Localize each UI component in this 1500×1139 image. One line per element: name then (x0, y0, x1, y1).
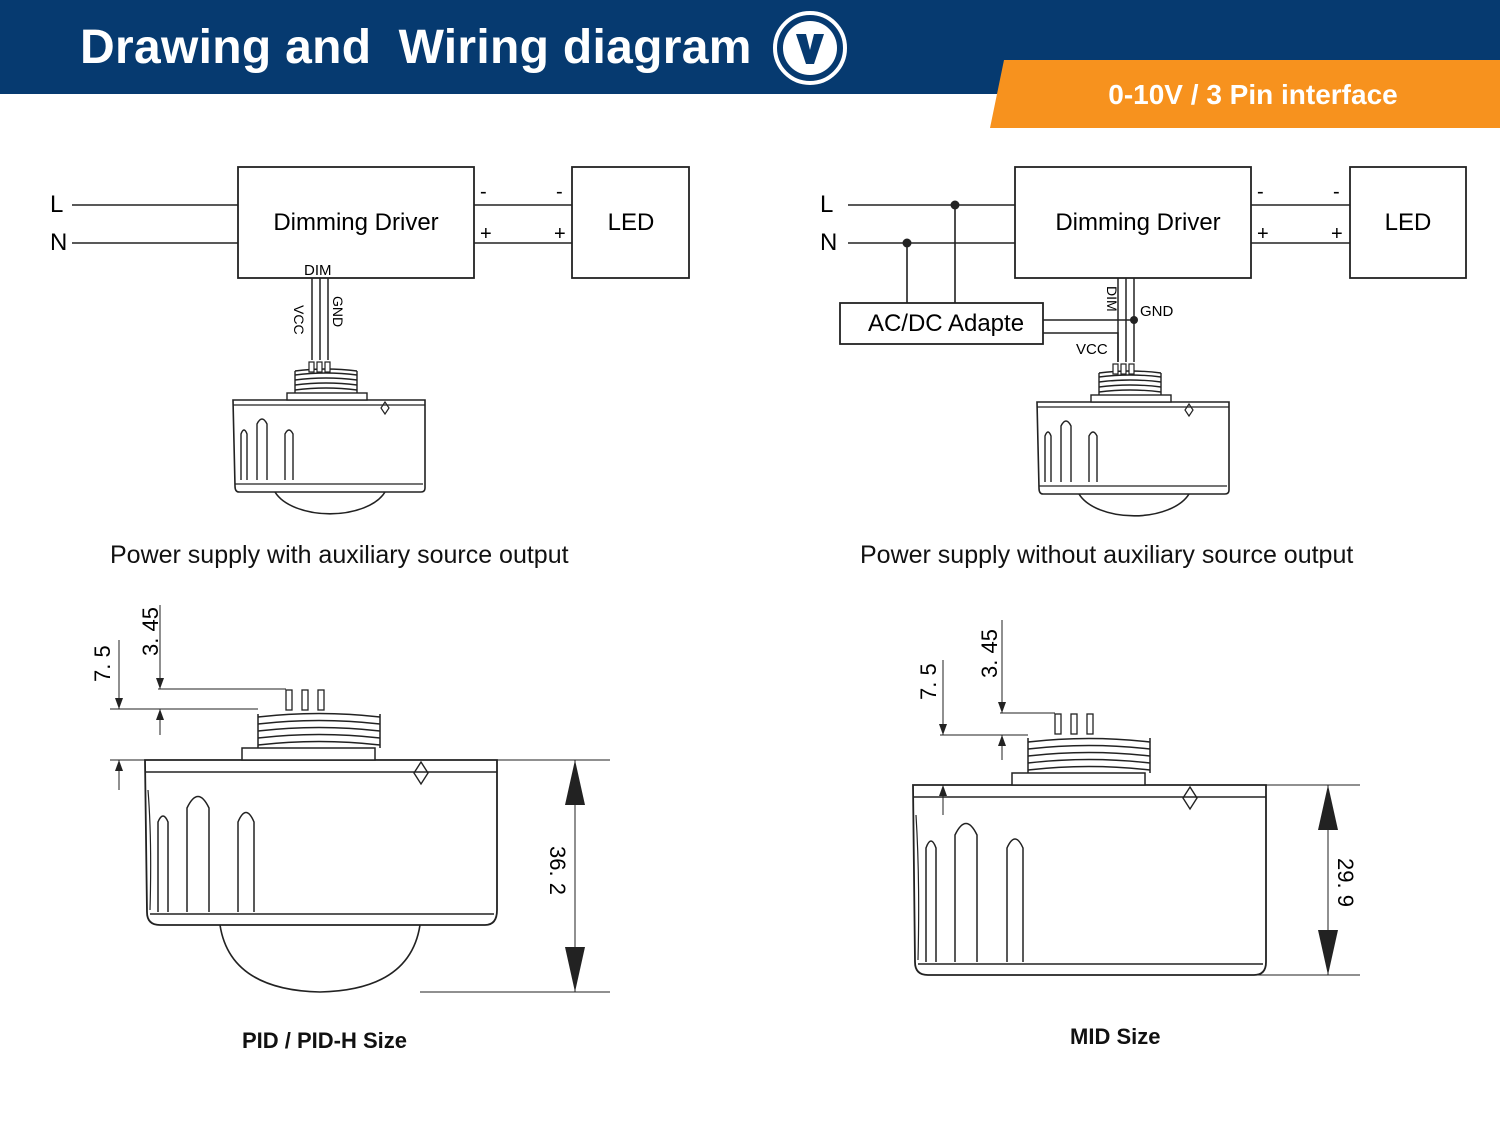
drawing-pid (110, 605, 610, 993)
driver-plus: + (1257, 223, 1269, 245)
line-n-label: N (50, 229, 67, 256)
driver-minus: - (480, 181, 487, 203)
led-plus: + (1331, 223, 1343, 245)
dimming-driver-box (237, 166, 475, 279)
line-n-label: N (820, 229, 837, 256)
dim-wire-label: DIM (1104, 286, 1120, 312)
led-label: LED (608, 209, 655, 236)
adapter-box (839, 302, 1044, 345)
line-l-label: L (820, 191, 833, 218)
dim-3-45-label: 3. 45 (977, 629, 1002, 678)
led-box (571, 166, 690, 279)
wiring-left: L N Dimming Driver - + - + LED DIM VCC G… (50, 166, 690, 515)
sensor-left (232, 361, 426, 515)
led-label: LED (1385, 209, 1432, 236)
dimming-driver-label: Dimming Driver (273, 209, 438, 236)
dimming-driver-label: Dimming Driver (1055, 209, 1220, 236)
line-l-label: L (50, 191, 63, 218)
wiring-right: L N Dimming Driver - + - + LED AC/DC Ada… (820, 166, 1467, 517)
vcc-wire-label: VCC (1076, 341, 1108, 358)
gnd-wire-label: GND (330, 296, 346, 327)
led-minus: - (556, 181, 563, 203)
drawing-mid (912, 620, 1360, 976)
led-minus: - (1333, 181, 1340, 203)
brand-logo (773, 11, 847, 85)
led-box (1349, 166, 1467, 279)
gnd-wire-label: GND (1140, 303, 1174, 320)
driver-plus: + (480, 223, 492, 245)
sensor-right (1036, 363, 1230, 517)
dim-3-45-label: 3. 45 (138, 607, 163, 656)
interface-badge: 0-10V / 3 Pin interface (990, 60, 1500, 128)
dim-height-label: 36. 2 (545, 846, 570, 895)
dimming-driver-box (1014, 166, 1252, 279)
driver-minus: - (1257, 181, 1264, 203)
page-title: Drawing and Wiring diagram (80, 21, 752, 74)
caption-left: Power supply with auxiliary source outpu… (110, 541, 569, 569)
caption-right: Power supply without auxiliary source ou… (860, 541, 1354, 569)
size-label-mid: MID Size (1070, 1024, 1161, 1049)
adapter-label: AC/DC Adapte (868, 310, 1024, 337)
interface-badge-text: 0-10V / 3 Pin interface (1108, 79, 1398, 110)
size-label-pid: PID / PID-H Size (242, 1028, 408, 1053)
dim-height-label: 29. 9 (1333, 858, 1358, 907)
led-plus: + (554, 223, 566, 245)
dim-7-5-label: 7. 5 (916, 663, 941, 700)
vcc-wire-label: VCC (291, 305, 307, 335)
dim-wire-label: DIM (304, 262, 332, 279)
dim-7-5-label: 7. 5 (90, 645, 115, 682)
